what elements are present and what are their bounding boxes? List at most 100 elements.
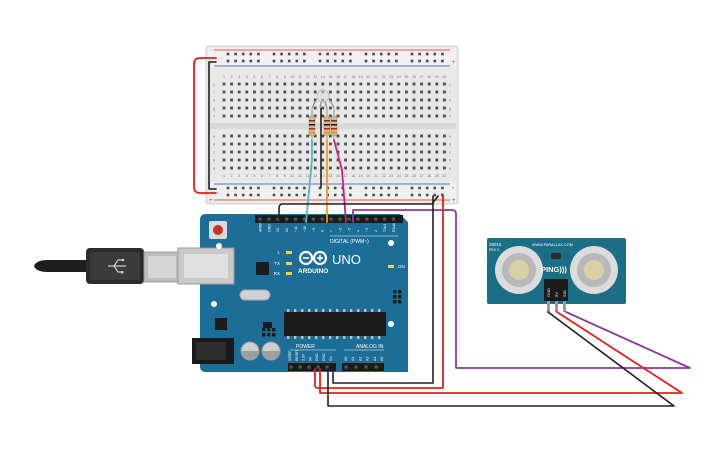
- terminal-hole: [412, 150, 416, 154]
- chip-pin: [336, 309, 339, 312]
- row-letter: f: [449, 114, 451, 119]
- sensor-pin: [555, 301, 558, 312]
- icsp-header: [393, 290, 402, 304]
- terminal-hole: [405, 114, 408, 118]
- column-number: 28: [427, 174, 431, 178]
- terminal-hole: [405, 150, 408, 154]
- terminal-hole: [275, 98, 279, 102]
- icsp-pin: [262, 333, 266, 337]
- terminal-hole: [443, 158, 446, 162]
- terminal-hole: [443, 134, 446, 138]
- terminal-hole: [329, 142, 332, 146]
- terminal-hole: [260, 142, 264, 146]
- chip-pin: [294, 309, 297, 312]
- terminal-hole: [389, 90, 393, 94]
- led-dome: [316, 89, 330, 103]
- terminal-hole: [260, 158, 264, 162]
- terminal-hole: [321, 114, 325, 118]
- usb-port-inner: [184, 254, 228, 278]
- power-pin-label: Vin: [329, 356, 333, 361]
- rail-hole: [395, 59, 398, 63]
- column-number: 9: [284, 174, 286, 178]
- terminal-hole: [336, 142, 340, 146]
- rail-hole: [433, 59, 437, 63]
- terminal-hole: [351, 114, 355, 118]
- terminal-hole: [298, 158, 302, 162]
- terminal-hole: [420, 98, 423, 102]
- header-socket: [347, 217, 351, 221]
- terminal-hole: [374, 166, 378, 170]
- column-number: 20: [366, 174, 370, 178]
- terminal-hole: [427, 114, 431, 118]
- terminal-hole: [313, 150, 317, 154]
- column-number: 7: [269, 174, 271, 178]
- wires: [193, 57, 691, 407]
- terminal-hole: [397, 166, 401, 170]
- digital-pin-label: 2: [374, 230, 378, 232]
- terminal-hole: [313, 134, 317, 138]
- terminal-hole: [222, 90, 226, 94]
- power-pin-label: GND: [322, 353, 326, 361]
- header-socket: [276, 217, 280, 221]
- terminal-hole: [275, 134, 279, 138]
- terminal-hole: [298, 106, 302, 110]
- sensor-pin: [563, 301, 566, 312]
- terminal-hole: [344, 158, 347, 162]
- ping-sensor: 28015 REV C WWW.PARALLAX.COM PING))) GND…: [487, 238, 626, 312]
- header-socket: [307, 365, 311, 369]
- row-letter: g: [449, 106, 451, 111]
- black-wire-rail-jumper: [208, 61, 217, 190]
- terminal-hole: [291, 106, 294, 110]
- chip-pin: [378, 309, 381, 312]
- row-letter: b: [449, 158, 452, 163]
- terminal-hole: [344, 134, 347, 138]
- terminal-hole: [268, 114, 271, 118]
- chip-pin: [287, 309, 290, 312]
- atmega-chip: [284, 312, 386, 336]
- terminal-hole: [260, 90, 264, 94]
- terminal-hole: [298, 114, 302, 118]
- terminal-hole: [268, 150, 271, 154]
- terminal-hole: [321, 134, 325, 138]
- terminal-hole: [291, 98, 294, 102]
- terminal-hole: [397, 150, 401, 154]
- column-number: 1: [223, 174, 225, 178]
- terminal-hole: [435, 166, 439, 170]
- terminal-hole: [351, 98, 355, 102]
- chip-pin: [343, 309, 346, 312]
- terminal-hole: [443, 98, 446, 102]
- column-number: 2: [231, 174, 233, 178]
- terminal-hole: [397, 82, 401, 86]
- terminal-hole: [351, 90, 355, 94]
- terminal-hole: [435, 150, 439, 154]
- column-number: 3: [238, 174, 240, 178]
- terminal-hole: [397, 158, 401, 162]
- rail-hole: [234, 186, 237, 190]
- sensor-header: [544, 279, 568, 301]
- sensor-pin-label: SIG: [562, 290, 567, 297]
- terminal-hole: [382, 158, 385, 162]
- terminal-hole: [367, 114, 370, 118]
- terminal-hole: [306, 150, 309, 154]
- terminal-hole: [344, 82, 347, 86]
- column-number: 22: [382, 75, 386, 79]
- terminal-hole: [321, 158, 325, 162]
- terminal-hole: [397, 114, 401, 118]
- terminal-hole: [397, 90, 401, 94]
- reset-button-cap[interactable]: [213, 225, 223, 235]
- terminal-hole: [405, 142, 408, 146]
- column-number: 18: [351, 75, 355, 79]
- terminal-hole: [329, 134, 332, 138]
- rail-hole: [372, 52, 375, 56]
- terminal-hole: [359, 106, 363, 110]
- mounting-hole: [211, 301, 217, 307]
- rail-hole: [234, 59, 237, 63]
- terminal-hole: [298, 166, 302, 170]
- terminal-hole: [253, 158, 256, 162]
- terminal-hole: [412, 114, 416, 118]
- terminal-hole: [329, 82, 332, 86]
- rail-hole: [257, 193, 260, 197]
- terminal-hole: [397, 134, 401, 138]
- digital-pin-label: ~11: [294, 226, 298, 232]
- terminal-hole: [222, 114, 226, 118]
